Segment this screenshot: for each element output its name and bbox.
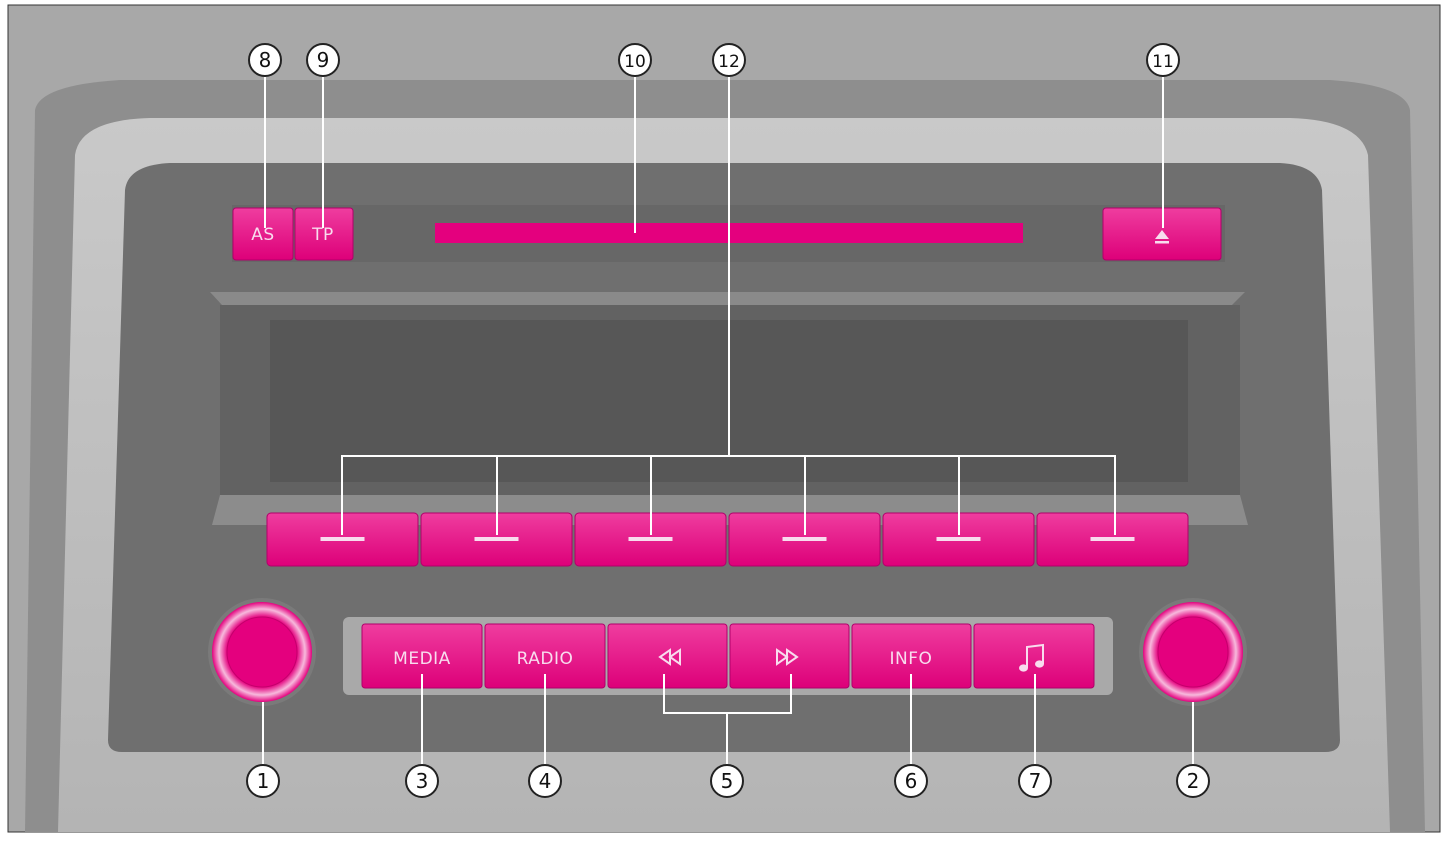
eject-icon [1155,230,1169,244]
callout-11-number: 11 [1152,52,1174,72]
preset-button-6[interactable] [1036,512,1189,567]
callout-7-number: 7 [1029,769,1042,793]
callout-6: 6 [894,764,928,798]
radio-button-label: RADIO [517,649,574,669]
music-note-icon [1019,643,1044,672]
tp-button-label: TP [311,225,334,245]
info-button-label: INFO [890,649,933,669]
callout-10: 10 [618,43,652,77]
callout-2-number: 2 [1187,769,1200,793]
callout-3: 3 [405,764,439,798]
callout-12-number: 12 [718,52,740,72]
volume-knob[interactable] [208,598,316,706]
callout-9-number: 9 [317,48,330,72]
callout-4: 4 [528,764,562,798]
media-button-label: MEDIA [393,649,451,669]
display-ledge-top [210,292,1245,305]
callout-8-number: 8 [259,48,272,72]
fast-forward-button[interactable] [729,623,850,689]
dash-icon [320,537,365,541]
callout-lines [262,77,1194,764]
dash-icon [782,537,827,541]
tp-button[interactable]: TP [294,207,354,261]
dash-icon [936,537,981,541]
callout-3-number: 3 [416,769,429,793]
callout-1-number: 1 [257,769,270,793]
callout-11: 11 [1146,43,1180,77]
as-button[interactable]: AS [232,207,294,261]
callout-5: 5 [710,764,744,798]
fast-forward-icon [776,648,799,666]
media-button[interactable]: MEDIA [361,623,483,689]
callout-10-number: 10 [624,52,646,72]
callout-4-number: 4 [539,769,552,793]
preset-button-row [266,512,1189,567]
callout-9: 9 [306,43,340,77]
tuning-knob[interactable] [1139,598,1247,706]
info-button[interactable]: INFO [851,623,972,689]
callout-8: 8 [248,43,282,77]
dash-icon [628,537,673,541]
callout-1: 1 [246,764,280,798]
rewind-icon [658,648,681,666]
dash-icon [1090,537,1135,541]
callout-12: 12 [712,43,746,77]
as-button-label: AS [251,225,274,245]
radio-button[interactable]: RADIO [484,623,606,689]
callout-7: 7 [1018,764,1052,798]
dash-icon [474,537,519,541]
callout-6-number: 6 [905,769,918,793]
callout-5-number: 5 [721,769,734,793]
callout-2: 2 [1176,764,1210,798]
rewind-button[interactable] [607,623,728,689]
